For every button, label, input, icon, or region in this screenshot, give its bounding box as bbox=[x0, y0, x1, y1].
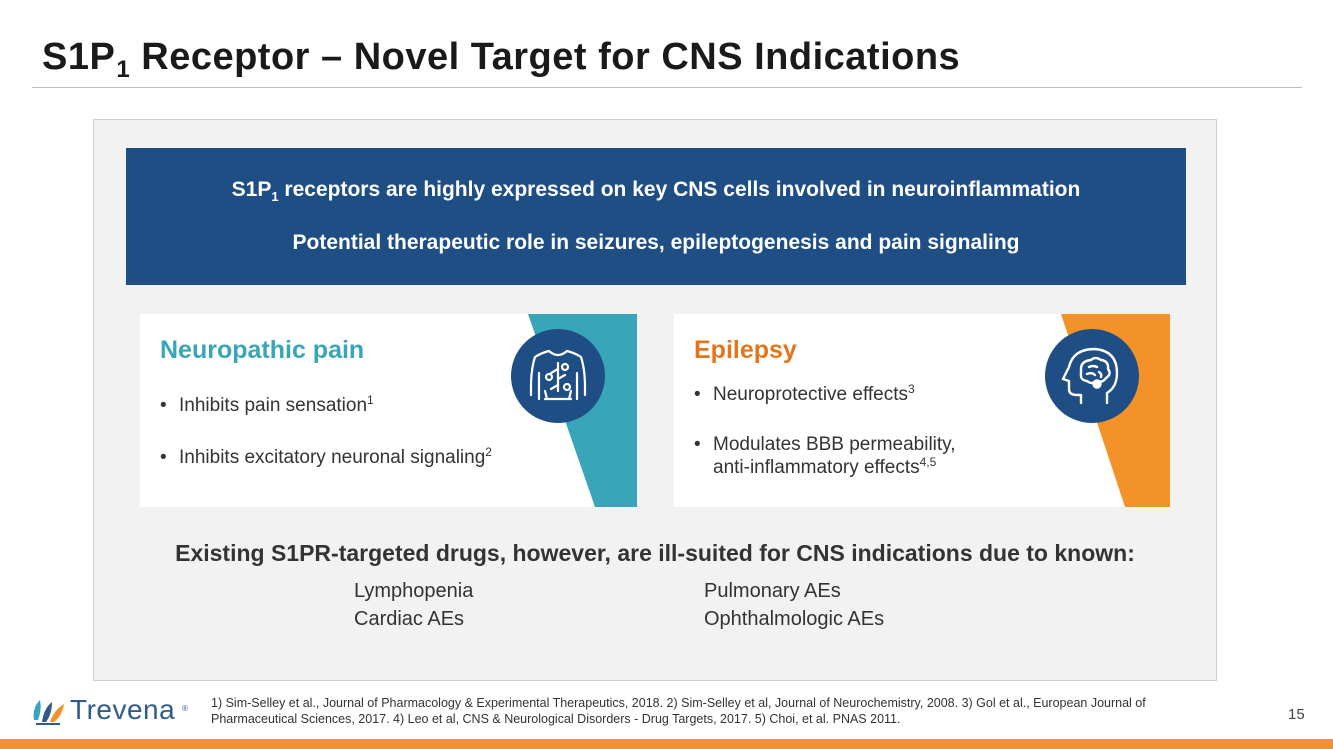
title-divider bbox=[32, 87, 1302, 88]
epilepsy-list: Neuroprotective effects3 Modulates BBB p… bbox=[694, 383, 956, 479]
list-item: Inhibits excitatory neuronal signaling2 bbox=[160, 446, 492, 469]
title-text-b: Receptor – Novel Target for CNS Indicati… bbox=[130, 36, 961, 78]
banner-line-1: S1P1 receptors are highly expressed on k… bbox=[231, 178, 1081, 204]
trevena-logo: Trevena ® bbox=[30, 690, 190, 730]
title-text-a: S1P bbox=[42, 36, 116, 78]
title-subscript: 1 bbox=[116, 56, 131, 83]
neuropathic-pain-card: Neuropathic pain Inhibits pain sensation… bbox=[140, 314, 637, 507]
ae-item-pulmonary: Pulmonary AEs bbox=[704, 580, 841, 602]
page-number: 15 bbox=[1288, 706, 1305, 723]
drugs-limitations-heading: Existing S1PR-targeted drugs, however, a… bbox=[175, 540, 1135, 566]
list-item: Inhibits pain sensation1 bbox=[160, 394, 492, 417]
logo-wordmark: Trevena bbox=[70, 694, 176, 725]
ae-item-lymphopenia: Lymphopenia bbox=[354, 580, 474, 602]
brain-head-icon bbox=[1045, 329, 1139, 423]
nervous-system-body-icon bbox=[511, 329, 605, 423]
slide-title: S1P1 Receptor – Novel Target for CNS Ind… bbox=[42, 36, 960, 84]
trevena-logo-mark-icon bbox=[33, 700, 64, 725]
list-item: Modulates BBB permeability,anti-inflamma… bbox=[694, 433, 956, 479]
neuropathic-pain-heading: Neuropathic pain bbox=[160, 336, 365, 364]
bottom-accent-bar bbox=[0, 739, 1333, 749]
epilepsy-card: Epilepsy Neuroprotective effects3 Modula… bbox=[674, 314, 1170, 507]
registered-mark: ® bbox=[182, 704, 188, 713]
ae-item-cardiac: Cardiac AEs bbox=[354, 608, 465, 630]
ae-item-ophthalmologic: Ophthalmologic AEs bbox=[704, 608, 885, 630]
key-message-banner: S1P1 receptors are highly expressed on k… bbox=[126, 148, 1186, 285]
banner-line-2: Potential therapeutic role in seizures, … bbox=[292, 231, 1020, 254]
references-footnote: 1) Sim-Selley et al., Journal of Pharmac… bbox=[211, 696, 1146, 726]
epilepsy-heading: Epilepsy bbox=[694, 336, 797, 364]
neuropathic-pain-list: Inhibits pain sensation1 Inhibits excita… bbox=[160, 394, 492, 469]
list-item: Neuroprotective effects3 bbox=[694, 383, 956, 406]
